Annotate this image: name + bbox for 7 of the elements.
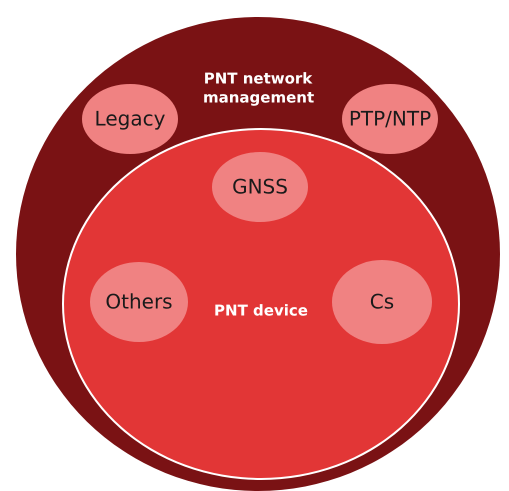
- node-label: Others: [105, 290, 173, 314]
- node-label: GNSS: [232, 174, 288, 200]
- node-label: Legacy: [94, 106, 166, 132]
- circle-label: PNT network management: [203, 69, 313, 107]
- circle-label: PNT device: [214, 302, 308, 320]
- node-label: PTP/NTP: [348, 106, 432, 132]
- node-label: Cs: [370, 290, 394, 314]
